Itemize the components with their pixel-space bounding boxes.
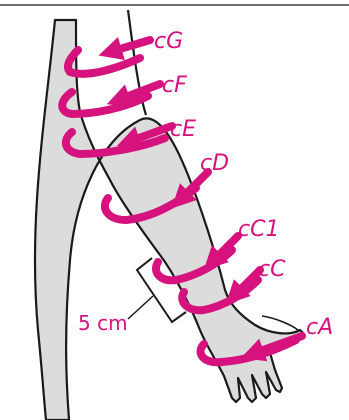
label-cF: cF bbox=[162, 73, 187, 98]
band-cG bbox=[68, 40, 150, 74]
label-cD: cD bbox=[200, 151, 229, 176]
label-cC: cC bbox=[258, 257, 286, 282]
label-distance: 5 cm bbox=[78, 311, 128, 335]
thumb-outline bbox=[262, 316, 298, 330]
label-cE: cE bbox=[170, 117, 196, 142]
label-cA: cA bbox=[306, 315, 333, 340]
label-cC1: cC1 bbox=[238, 217, 279, 242]
label-cG: cG bbox=[154, 29, 183, 54]
